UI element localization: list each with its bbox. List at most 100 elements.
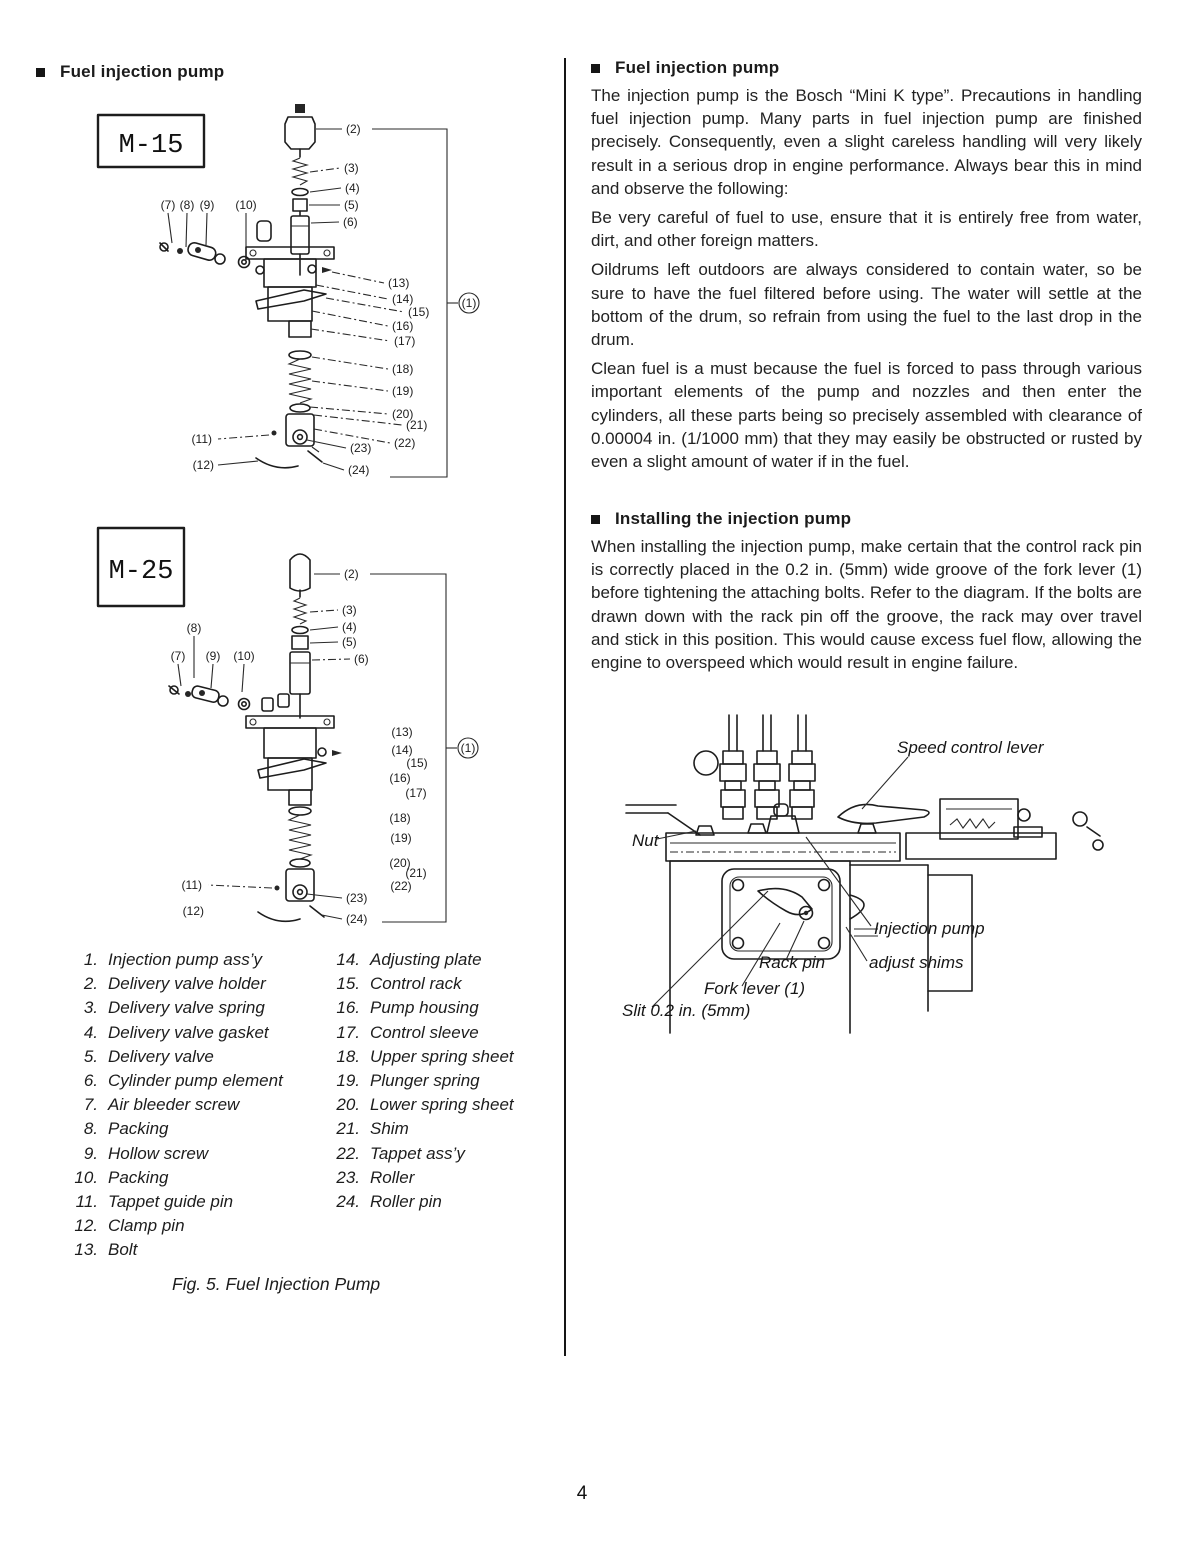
m15-callout-9: (9): [200, 198, 215, 212]
m15-callout-7: (7): [161, 198, 176, 212]
list-item: 24.Roller pin: [336, 1192, 442, 1212]
parts-list-col2: 14.Adjusting plate 15.Control rack 16.Pu…: [324, 948, 532, 1214]
m25-callout-8: (8): [187, 621, 202, 635]
label-rack-pin: Rack pin: [759, 953, 825, 972]
list-item: 20.Lower spring sheet: [336, 1095, 514, 1115]
m15-callout-15: (15): [408, 305, 429, 319]
rack-pin-art: [798, 905, 814, 921]
figure-m15-exploded-diagram: M-15 (2) (3) (4) (5) (6) (7) (8) (9) (10…: [96, 104, 480, 478]
left-heading-text: Fuel injection pump: [60, 62, 225, 81]
list-item: 19.Plunger spring: [336, 1071, 480, 1091]
m25-callout-1: (1): [461, 741, 476, 755]
m25-callout-5: (5): [342, 635, 357, 649]
list-item: 1.Injection pump ass’y: [83, 950, 263, 969]
paragraph: Clean fuel is a must because the fuel is…: [591, 359, 1142, 472]
list-item: 2.Delivery valve holder: [83, 974, 266, 994]
m15-callout-11: (11): [192, 432, 212, 446]
m25-callout-11: (11): [182, 878, 202, 892]
m25-callout-12: (12): [183, 904, 204, 918]
list-item: 4.Delivery valve gasket: [83, 1022, 269, 1042]
label-speed-control-lever: Speed control lever: [897, 738, 1045, 757]
m25-model-label: M-25: [109, 557, 174, 587]
list-item: 14.Adjusting plate: [336, 950, 482, 969]
section2-heading-text: Installing the injection pump: [615, 509, 852, 528]
m25-model-box: [96, 526, 186, 608]
list-item: 15.Control rack: [336, 974, 462, 994]
right-section1-heading: Fuel injection pump: [591, 58, 1142, 78]
m15-callout-6: (6): [343, 215, 358, 229]
label-adjust-shims: adjust shims: [869, 953, 964, 972]
m15-callout-20: (20): [392, 407, 413, 421]
inlet-port: [693, 750, 719, 776]
m25-callout-23: (23): [346, 891, 367, 905]
pump-body: [669, 860, 973, 1034]
left-section-heading: Fuel injection pump: [36, 62, 224, 82]
list-item: 23.Roller: [336, 1167, 415, 1187]
m25-callout-20: (20): [389, 856, 410, 870]
m25-callout-3: (3): [342, 603, 357, 617]
section-fuel-injection-pump: Fuel injection pump The injection pump i…: [591, 58, 1142, 473]
m25-callout-16: (16): [389, 771, 410, 785]
list-item: 10.Packing: [74, 1167, 169, 1187]
list-item: 17.Control sleeve: [336, 1022, 479, 1042]
paragraph: The injection pump is the Bosch “Mini K …: [591, 86, 1142, 198]
list-item: 3.Delivery valve spring: [83, 998, 265, 1018]
pump-top-plate: [665, 832, 901, 862]
page-number: 4: [576, 1483, 588, 1504]
m15-callout-12: (12): [193, 458, 214, 472]
m15-callout-23: (23): [350, 441, 371, 455]
m15-model-label: M-15: [119, 131, 184, 161]
m25-callout-21: (21): [405, 866, 426, 880]
list-item: 9.Hollow screw: [83, 1143, 209, 1163]
list-item: 7.Air bleeder screw: [83, 1095, 240, 1115]
m15-callout-10: (10): [235, 198, 256, 212]
m15-callout-19: (19): [392, 384, 413, 398]
label-nut: Nut: [632, 831, 660, 850]
center-acorn-nut: [766, 815, 800, 834]
m15-callout-8: (8): [180, 198, 195, 212]
list-item: 8.Packing: [83, 1119, 169, 1139]
m15-callout-24: (24): [348, 463, 369, 477]
section1-heading-text: Fuel injection pump: [615, 58, 780, 77]
m25-callout-24: (24): [346, 912, 367, 926]
installation-diagram: Speed control lever Nut Injection pump a…: [622, 714, 1104, 1034]
m15-model-box: [96, 113, 206, 169]
m15-callout-21: (21): [406, 418, 427, 432]
m25-callout-13: (13): [391, 725, 412, 739]
paragraph: Be very careful of fuel to use, ensure t…: [591, 208, 1142, 251]
m25-callout-19: (19): [390, 831, 411, 845]
label-injection-pump: Injection pump: [874, 919, 985, 938]
m15-callout-18: (18): [392, 362, 413, 376]
m15-callout-3: (3): [344, 161, 359, 175]
fork-lever-art: [757, 887, 813, 916]
m25-callout-9: (9): [206, 649, 221, 663]
m15-callout-14: (14): [392, 292, 413, 306]
list-item: 16.Pump housing: [336, 998, 479, 1018]
label-slit: Slit 0.2 in. (5mm): [622, 1001, 750, 1020]
list-item: 18.Upper spring sheet: [336, 1046, 514, 1066]
list-item: 21.Shim: [336, 1119, 409, 1139]
m15-callout-22: (22): [394, 436, 415, 450]
square-bullet-icon: [36, 67, 45, 77]
square-bullet-icon: [591, 63, 600, 73]
m25-callout-6: (6): [354, 652, 369, 666]
m15-callout-2: (2): [346, 122, 361, 136]
m15-callout-16: (16): [392, 319, 413, 333]
column-divider: [564, 58, 566, 1356]
m25-callout-17: (17): [405, 786, 426, 800]
figure-caption: Fig. 5. Fuel Injection Pump: [172, 1274, 381, 1294]
list-item: 13.Bolt: [74, 1240, 138, 1260]
right-section2-heading: Installing the injection pump: [591, 509, 1142, 529]
list-item: 5.Delivery valve: [83, 1046, 214, 1066]
figure-m25-exploded-diagram: M-25 (2) (3) (4) (5) (6) (8) (7) (9) (10…: [96, 526, 479, 926]
list-item: 6.Cylinder pump element: [83, 1071, 283, 1091]
parts-list-col1: 1.Injection pump ass’y 2.Delivery valve …: [62, 948, 317, 1263]
speed-control-lever-art: [837, 803, 930, 825]
paragraph: When installing the injection pump, make…: [591, 537, 1142, 673]
label-fork-lever: Fork lever (1): [704, 979, 805, 998]
m25-callout-15: (15): [406, 756, 427, 770]
m25-callout-10: (10): [233, 649, 254, 663]
m15-callout-4: (4): [345, 181, 360, 195]
list-item: 12.Clamp pin: [74, 1216, 185, 1236]
